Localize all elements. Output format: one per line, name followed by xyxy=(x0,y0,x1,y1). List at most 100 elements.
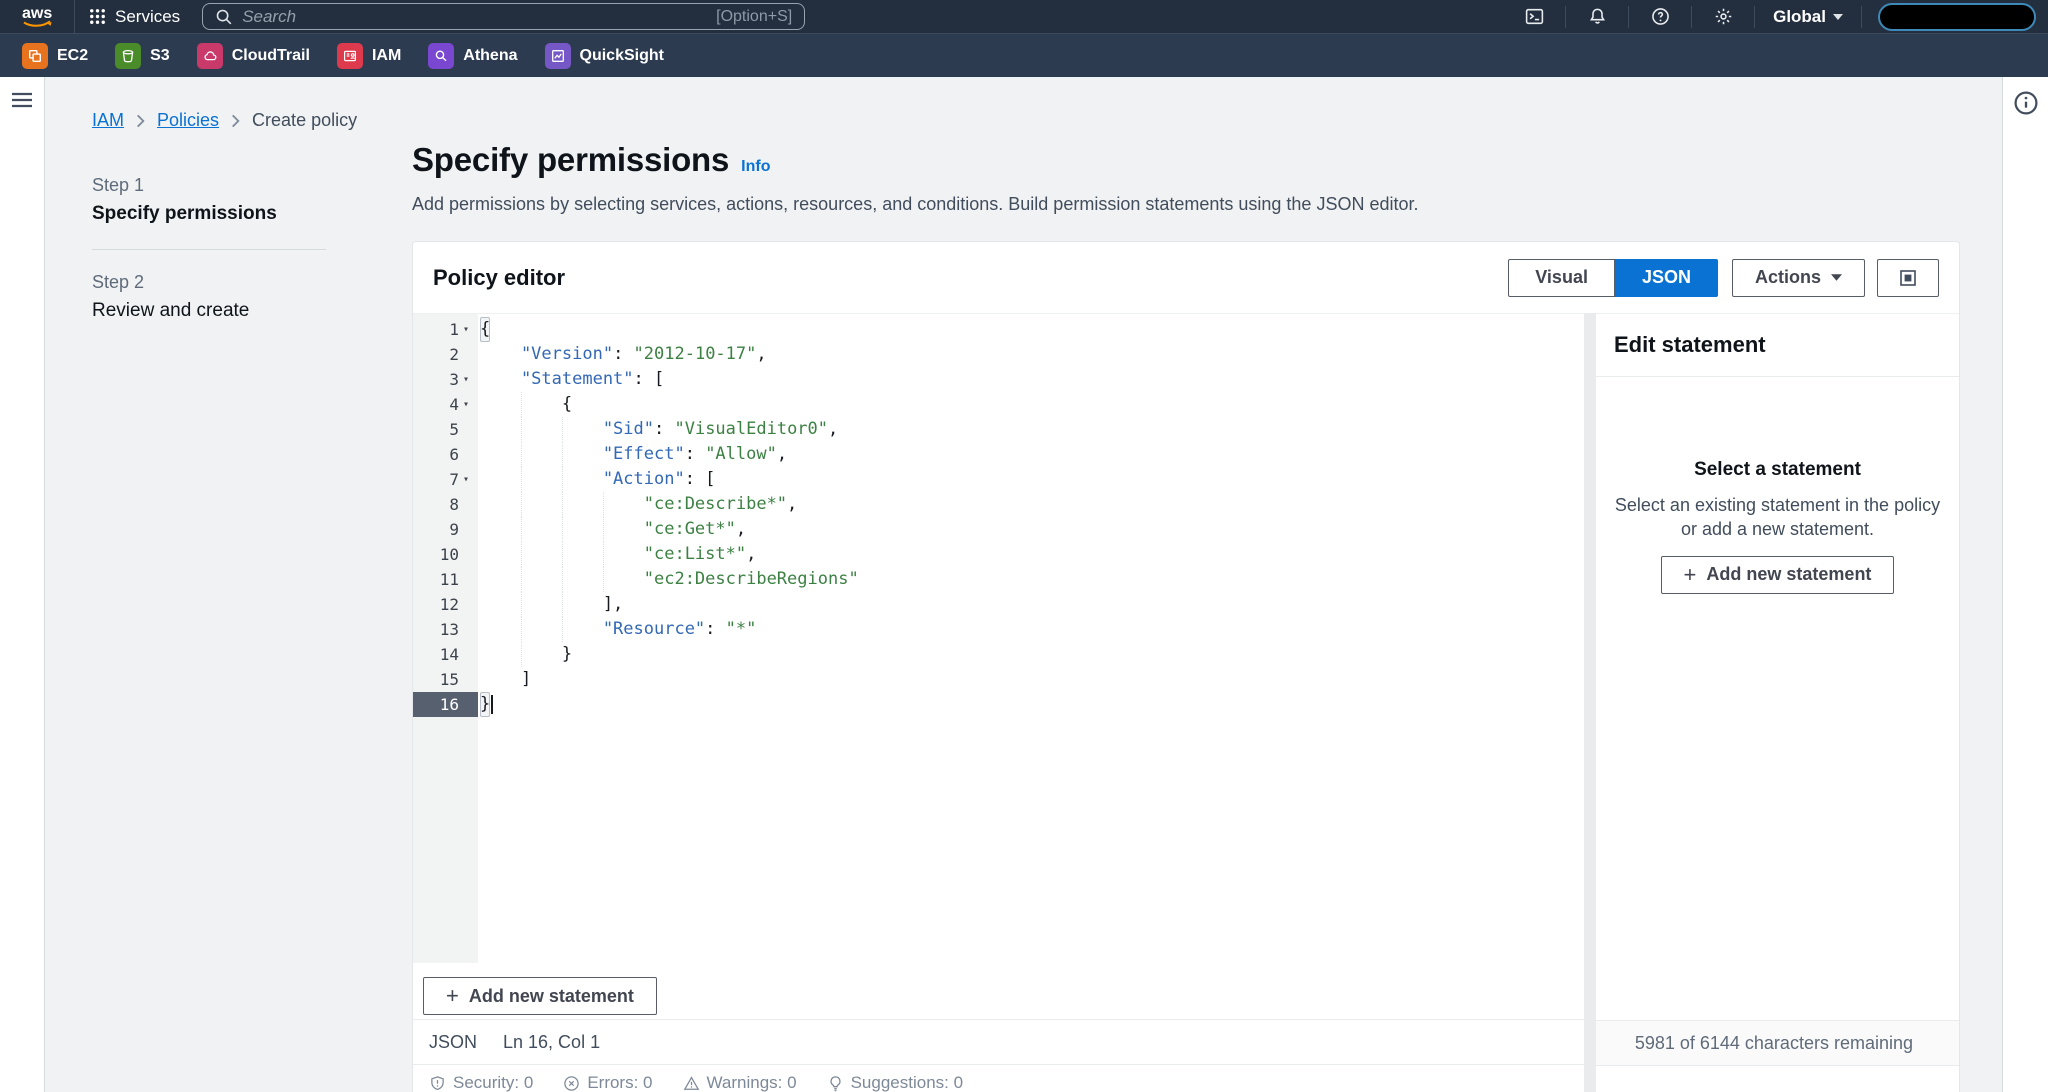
code-line[interactable]: 1▾{ xyxy=(413,317,1584,342)
line-number[interactable]: 7▾ xyxy=(413,467,478,492)
maximize-editor-button[interactable] xyxy=(1877,258,1939,297)
code-line-text[interactable]: "Sid": "VisualEditor0", xyxy=(478,417,838,442)
region-selector[interactable]: Global xyxy=(1769,7,1847,27)
code-line[interactable]: 2"Version": "2012-10-17", xyxy=(413,342,1584,367)
code-line-text[interactable]: { xyxy=(478,317,491,342)
status-label: Suggestions: 0 xyxy=(850,1073,964,1092)
favorite-label: IAM xyxy=(371,46,402,64)
region-label: Global xyxy=(1773,6,1826,26)
line-number[interactable]: 3▾ xyxy=(413,367,478,392)
indent-guide xyxy=(520,642,562,667)
line-number[interactable]: 14 xyxy=(413,642,478,667)
code-line[interactable]: 13"Resource": "*" xyxy=(413,617,1584,642)
favorite-label: QuickSight xyxy=(579,46,664,64)
fold-caret-icon[interactable]: ▾ xyxy=(463,399,470,410)
breadcrumb-policies[interactable]: Policies xyxy=(157,110,220,130)
topbar-divider xyxy=(74,0,75,33)
code-line-text[interactable]: { xyxy=(478,392,572,417)
code-line-text[interactable]: } xyxy=(478,692,494,717)
line-number[interactable]: 8 xyxy=(413,492,478,517)
favorite-ec2[interactable]: EC2 xyxy=(22,42,88,69)
add-new-statement-button-panel[interactable]: + Add new statement xyxy=(1660,555,1895,594)
code-line[interactable]: 11"ec2:DescribeRegions" xyxy=(413,567,1584,592)
code-line[interactable]: 8"ce:Describe*", xyxy=(413,492,1584,517)
code-line-text[interactable]: "ce:Describe*", xyxy=(478,492,797,517)
search-input[interactable] xyxy=(242,6,708,27)
code-line-text[interactable]: ], xyxy=(478,592,623,617)
code-line[interactable]: 7▾"Action": [ xyxy=(413,467,1584,492)
line-number[interactable]: 15 xyxy=(413,667,478,692)
notifications-bell-button[interactable] xyxy=(1580,4,1614,30)
menu-hamburger-button[interactable] xyxy=(11,90,33,110)
favorite-s3[interactable]: S3 xyxy=(115,42,170,69)
step2-link-review-and-create[interactable]: Review and create xyxy=(92,300,250,321)
line-number[interactable]: 5 xyxy=(413,417,478,442)
line-number[interactable]: 12 xyxy=(413,592,478,617)
code-line[interactable]: 3▾"Statement": [ xyxy=(413,367,1584,392)
fold-caret-icon[interactable]: ▾ xyxy=(463,374,470,385)
code-line[interactable]: 5"Sid": "VisualEditor0", xyxy=(413,417,1584,442)
fold-caret-icon[interactable]: ▾ xyxy=(463,474,470,485)
code-line-text[interactable]: } xyxy=(478,642,572,667)
help-button[interactable] xyxy=(1643,4,1677,30)
fold-caret-empty xyxy=(463,542,478,567)
empty-state-description: Select an existing statement in the poli… xyxy=(1614,495,1941,540)
code-token: , xyxy=(735,519,747,539)
code-line-text[interactable]: "Version": "2012-10-17", xyxy=(478,342,767,367)
favorite-cloudtrail[interactable]: CloudTrail xyxy=(196,42,310,69)
code-line-text[interactable]: "Resource": "*" xyxy=(478,617,756,642)
indent-guide xyxy=(520,542,562,567)
code-line[interactable]: 12], xyxy=(413,592,1584,617)
code-token: ], xyxy=(602,594,624,614)
line-number[interactable]: 1▾ xyxy=(413,317,478,342)
code-line-text[interactable]: "ce:List*", xyxy=(478,542,756,567)
account-menu-redacted[interactable] xyxy=(1878,2,2036,31)
add-new-statement-button[interactable]: + Add new statement xyxy=(423,977,657,1015)
code-line-text[interactable]: "Effect": "Allow", xyxy=(478,442,787,467)
settings-gear-button[interactable] xyxy=(1706,4,1740,30)
aws-logo[interactable]: aws xyxy=(18,3,60,31)
code-line[interactable]: 14} xyxy=(413,642,1584,667)
indent-guide xyxy=(480,567,521,592)
line-number[interactable]: 13 xyxy=(413,617,478,642)
line-number[interactable]: 11 xyxy=(413,567,478,592)
code-line-text[interactable]: "Statement": [ xyxy=(478,367,664,392)
step2-label: Step 2 xyxy=(92,272,145,292)
services-menu-button[interactable]: Services xyxy=(89,7,180,27)
code-line-text[interactable]: "ce:Get*", xyxy=(478,517,746,542)
visual-toggle-button[interactable]: Visual xyxy=(1508,258,1615,297)
code-line[interactable]: 4▾{ xyxy=(413,392,1584,417)
code-line[interactable]: 6"Effect": "Allow", xyxy=(413,442,1584,467)
code-line[interactable]: 16} xyxy=(413,692,1584,717)
code-line-text[interactable]: "Action": [ xyxy=(478,467,715,492)
indent-guide xyxy=(480,467,521,492)
actions-dropdown-button[interactable]: Actions xyxy=(1731,258,1865,297)
global-search[interactable]: [Option+S] xyxy=(202,3,806,30)
cloudshell-button[interactable] xyxy=(1517,4,1551,30)
topbar-divider xyxy=(1754,5,1756,28)
editor-footer: JSON Ln 16, Col 1 xyxy=(413,1019,1584,1065)
code-line-text[interactable]: ] xyxy=(478,667,531,692)
status-security: Security: 0 xyxy=(429,1073,533,1092)
edit-statement-header: Edit statement xyxy=(1596,314,1959,377)
line-number[interactable]: 6 xyxy=(413,442,478,467)
info-panel-button[interactable] xyxy=(2013,90,2039,116)
json-toggle-button[interactable]: JSON xyxy=(1614,258,1718,297)
line-number[interactable]: 16 xyxy=(413,692,478,717)
fold-caret-icon[interactable]: ▾ xyxy=(463,324,470,335)
code-line[interactable]: 9"ce:Get*", xyxy=(413,517,1584,542)
code-line[interactable]: 15] xyxy=(413,667,1584,692)
code-line-text[interactable]: "ec2:DescribeRegions" xyxy=(478,567,859,592)
favorite-iam[interactable]: IAM xyxy=(336,42,402,69)
step1-link-specify-permissions[interactable]: Specify permissions xyxy=(92,203,277,224)
line-number[interactable]: 10 xyxy=(413,542,478,567)
breadcrumb-iam[interactable]: IAM xyxy=(92,110,125,130)
policy-json-editor[interactable]: 1▾{2"Version": "2012-10-17",3▾"Statement… xyxy=(413,314,1584,963)
info-link[interactable]: Info xyxy=(741,158,771,175)
line-number[interactable]: 2 xyxy=(413,342,478,367)
code-line[interactable]: 10"ce:List*", xyxy=(413,542,1584,567)
line-number[interactable]: 4▾ xyxy=(413,392,478,417)
favorite-quicksight[interactable]: QuickSight xyxy=(544,42,664,69)
favorite-athena[interactable]: Athena xyxy=(428,42,518,69)
line-number[interactable]: 9 xyxy=(413,517,478,542)
